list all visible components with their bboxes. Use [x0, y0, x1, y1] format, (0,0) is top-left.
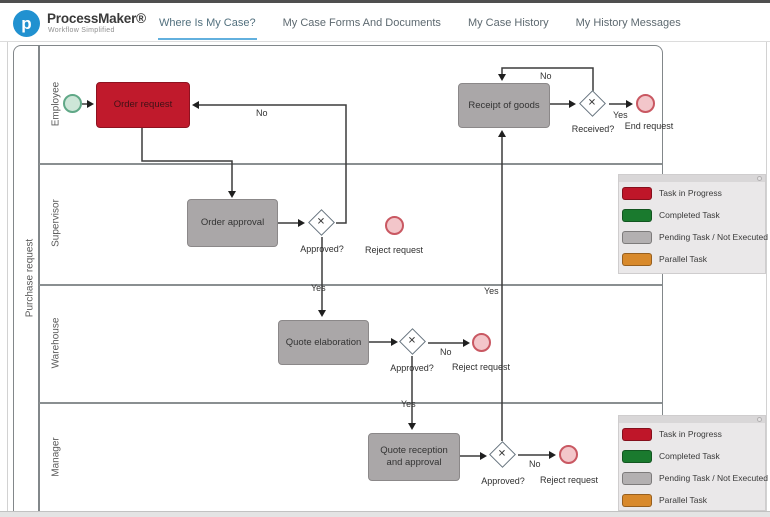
legend-item: Parallel Task — [619, 248, 765, 270]
legend-item: Task in Progress — [619, 182, 765, 204]
lane-divider-warehouse-manager — [39, 402, 662, 404]
legend-swatch-parallel — [622, 252, 652, 266]
lane-label-employee: Employee — [50, 81, 62, 127]
gateway-label: Approved? — [481, 476, 525, 486]
task-order-approval[interactable]: Order approval — [187, 199, 278, 247]
legend-item-label: Parallel Task — [659, 254, 708, 264]
legend-swatch-completed — [622, 449, 652, 463]
edge-label-no: No — [256, 108, 268, 118]
legend-swatch-pending — [622, 471, 652, 485]
end-event-label: Reject request — [539, 475, 599, 485]
tab-my-case-forms-and-documents[interactable]: My Case Forms And Documents — [282, 17, 441, 29]
task-receipt-of-goods[interactable]: Receipt of goods — [458, 83, 550, 128]
content-left-border — [7, 42, 8, 511]
legend-item-label: Task in Progress — [659, 188, 722, 198]
gateway-label: Received? — [571, 124, 615, 134]
legend-close-icon[interactable] — [757, 417, 762, 422]
legend-item: Task in Progress — [619, 423, 765, 445]
tab-my-history-messages[interactable]: My History Messages — [575, 17, 681, 29]
window-bottom-edge — [0, 511, 770, 517]
tab-where-is-my-case[interactable]: Where Is My Case? — [158, 5, 257, 40]
legend-swatch-in-progress — [622, 427, 652, 441]
legend-swatch-pending — [622, 230, 652, 244]
task-quote-reception-and-approval[interactable]: Quote reception and approval — [368, 433, 460, 481]
window-top-edge — [0, 0, 770, 3]
lane-label-supervisor: Supervisor — [50, 199, 62, 247]
edge-label-no: No — [440, 347, 452, 357]
brand-tagline: Workflow Simplified — [48, 27, 115, 34]
legend-header[interactable] — [619, 175, 765, 182]
edge-label-yes: Yes — [484, 286, 499, 296]
legend-item-label: Task in Progress — [659, 429, 722, 439]
legend-swatch-completed — [622, 208, 652, 222]
gateway-label: Approved? — [300, 244, 344, 254]
edge-label-no: No — [540, 71, 552, 81]
legend-item-label: Completed Task — [659, 451, 720, 461]
lane-divider-supervisor-warehouse — [39, 284, 662, 286]
end-event-label: Reject request — [364, 245, 424, 255]
end-event-label: Reject request — [451, 362, 511, 372]
task-quote-elaboration[interactable]: Quote elaboration — [278, 320, 369, 365]
x-marker-icon: ✕ — [317, 216, 326, 228]
app-header: p ProcessMaker® Workflow Simplified Wher… — [0, 3, 770, 42]
status-legend-top: Task in Progress Completed Task Pending … — [618, 174, 768, 274]
pool-label: Purchase request — [24, 238, 36, 318]
edge-label-yes: Yes — [401, 399, 416, 409]
legend-item-label: Pending Task / Not Executed — [659, 473, 768, 483]
legend-item: Completed Task — [619, 445, 765, 467]
processmaker-logo-icon[interactable]: p — [13, 10, 40, 37]
lane-divider-employee-supervisor — [39, 163, 662, 165]
end-event-reject-supervisor — [385, 216, 404, 235]
brand-name: ProcessMaker® — [47, 11, 146, 26]
end-event-reject-warehouse — [472, 333, 491, 352]
gateway-label: Approved? — [390, 363, 434, 373]
main-nav: Where Is My Case? My Case Forms And Docu… — [158, 3, 682, 42]
pool-label-divider — [38, 45, 40, 511]
legend-item-label: Parallel Task — [659, 495, 708, 505]
legend-item: Completed Task — [619, 204, 765, 226]
task-order-request[interactable]: Order request — [96, 82, 190, 128]
end-event-reject-manager — [559, 445, 578, 464]
legend-item-label: Pending Task / Not Executed — [659, 232, 768, 242]
edge-label-yes: Yes — [311, 283, 326, 293]
start-event — [63, 94, 82, 113]
legend-item: Parallel Task — [619, 489, 765, 511]
edge-label-no: No — [529, 459, 541, 469]
x-marker-icon: ✕ — [408, 335, 417, 347]
lane-label-warehouse: Warehouse — [50, 317, 62, 369]
lane-label-manager: Manager — [50, 437, 62, 477]
legend-swatch-parallel — [622, 493, 652, 507]
tab-my-case-history[interactable]: My Case History — [467, 17, 549, 29]
legend-item: Pending Task / Not Executed — [619, 467, 768, 489]
legend-item: Pending Task / Not Executed — [619, 226, 768, 248]
legend-item-label: Completed Task — [659, 210, 720, 220]
x-marker-icon: ✕ — [498, 448, 507, 460]
legend-close-icon[interactable] — [757, 176, 762, 181]
x-marker-icon: ✕ — [588, 97, 597, 109]
bpmn-pool-purchase-request — [13, 45, 663, 512]
status-legend-bottom: Task in Progress Completed Task Pending … — [618, 415, 768, 511]
end-event-end-request — [636, 94, 655, 113]
edge-label-yes: Yes — [613, 110, 628, 120]
content-right-border — [766, 42, 767, 511]
end-event-label: End request — [624, 121, 674, 131]
legend-swatch-in-progress — [622, 186, 652, 200]
legend-header[interactable] — [619, 416, 765, 423]
